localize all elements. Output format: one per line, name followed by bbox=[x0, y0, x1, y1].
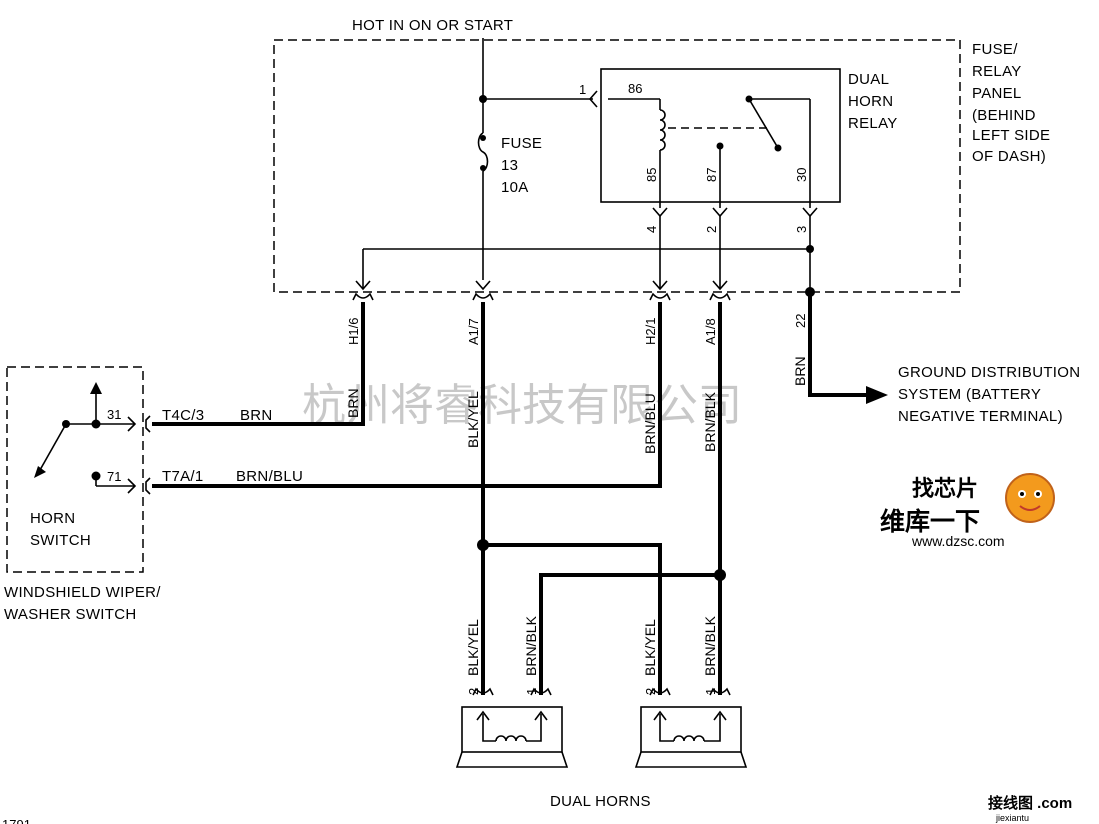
relay-conn-4: 4 bbox=[644, 226, 659, 233]
relay-label-2: HORN bbox=[848, 93, 893, 110]
fuse-label-3: 10A bbox=[501, 179, 529, 196]
horn-wire-label: BLK/YEL bbox=[642, 619, 658, 676]
wire-label-brnblk: BRN/BLK bbox=[702, 391, 718, 452]
horn-wire-label: BLK/YEL bbox=[465, 619, 481, 676]
relay-pin-30: 30 bbox=[794, 168, 809, 182]
ground-label-3: NEGATIVE TERMINAL) bbox=[898, 408, 1063, 425]
dual-horns-caption: DUAL HORNS bbox=[550, 793, 651, 810]
corner-mark-sub: jiexiantu bbox=[995, 813, 1029, 823]
horn-switch-label-2: SWITCH bbox=[30, 532, 91, 549]
fuse-terminal-dot bbox=[480, 135, 486, 141]
panel-label-4: (BEHIND bbox=[972, 107, 1036, 124]
horn-pin-label: 1 bbox=[703, 688, 718, 695]
panel-label-6: OF DASH) bbox=[972, 148, 1046, 165]
right-horn bbox=[634, 687, 748, 768]
relay-contact-dot bbox=[745, 95, 753, 103]
panel-label-2: RELAY bbox=[972, 63, 1022, 80]
fuse-relay-panel-box bbox=[273, 39, 961, 293]
horn-wire-label: BRN/BLK bbox=[702, 615, 718, 676]
wire-label-brnblu-horizontal: BRN/BLU bbox=[236, 468, 303, 485]
connector-a17: A1/7 bbox=[466, 318, 481, 345]
junction-dot bbox=[477, 539, 489, 551]
relay-label-3: RELAY bbox=[848, 115, 898, 132]
connector-h21: H2/1 bbox=[643, 318, 658, 345]
horn-wire-label: BRN/BLK bbox=[523, 615, 539, 676]
watermark-text: 杭州将睿科技有限公司 bbox=[302, 380, 742, 431]
logo-text-top: 找芯片 bbox=[912, 476, 978, 501]
fuse-terminal-dot bbox=[480, 165, 486, 171]
mascot-icon bbox=[1005, 473, 1055, 523]
relay-pin-1: 1 bbox=[579, 82, 586, 97]
connector-t7a: T7A/1 bbox=[162, 468, 204, 485]
relay-contact-dot bbox=[716, 142, 724, 150]
wiper-switch-label-1: WINDSHIELD WIPER/ bbox=[4, 584, 161, 601]
junction-dot bbox=[805, 287, 815, 297]
figure-number: 1791 bbox=[2, 817, 31, 824]
wire-label-blkyel: BLK/YEL bbox=[465, 391, 481, 448]
panel-wiring bbox=[352, 38, 818, 301]
horn-pin-label: 2 bbox=[643, 688, 658, 695]
panel-label-3: PANEL bbox=[972, 85, 1022, 102]
corner-watermark: 接线图 .com jiexiantu bbox=[988, 794, 1072, 823]
dzsc-logo: 找芯片 维库一下 www.dzsc.com bbox=[880, 473, 1055, 549]
wire-label-brn-ground: BRN bbox=[792, 356, 808, 386]
relay-conn-3: 3 bbox=[794, 226, 809, 233]
relay-pin-87: 87 bbox=[704, 168, 719, 182]
wiper-switch-label-2: WASHER SWITCH bbox=[4, 606, 137, 623]
connector-h16: H1/6 bbox=[346, 318, 361, 345]
fuse-label-1: FUSE bbox=[501, 135, 542, 152]
relay-label-1: DUAL bbox=[848, 71, 889, 88]
junction-dot bbox=[714, 569, 726, 581]
logo-text-main: 维库一下 bbox=[880, 507, 980, 536]
horn-pin-label: 1 bbox=[524, 688, 539, 695]
connector-a18: A1/8 bbox=[703, 318, 718, 345]
connector-t4c: T4C/3 bbox=[162, 407, 204, 424]
external-wiring bbox=[152, 296, 870, 695]
junction-dot bbox=[806, 245, 814, 253]
relay-pin-85: 85 bbox=[644, 168, 659, 182]
left-horn bbox=[455, 687, 569, 768]
relay-conn-2: 2 bbox=[704, 226, 719, 233]
horn-switch-box bbox=[6, 366, 144, 573]
corner-mark-text: 接线图 .com bbox=[988, 794, 1072, 812]
relay-contact-dot bbox=[774, 144, 782, 152]
wire-label-brn-vertical: BRN bbox=[345, 388, 361, 418]
ground-label-2: SYSTEM (BATTERY bbox=[898, 386, 1041, 403]
switch-contact-dot bbox=[91, 471, 101, 481]
wire-label-brnblu-vertical: BRN/BLU bbox=[642, 393, 658, 454]
logo-url: www.dzsc.com bbox=[911, 533, 1005, 549]
panel-label-1: FUSE/ bbox=[972, 41, 1018, 58]
ground-label-1: GROUND DISTRIBUTION bbox=[898, 364, 1080, 381]
switch-pin-71: 71 bbox=[107, 469, 121, 484]
panel-label-5: LEFT SIDE bbox=[972, 127, 1050, 144]
ground-arrow-icon bbox=[866, 386, 888, 404]
junction-dot bbox=[91, 419, 101, 429]
switch-pivot-dot bbox=[62, 420, 70, 428]
horn-switch-label-1: HORN bbox=[30, 510, 75, 527]
horn-pin-label: 2 bbox=[466, 688, 481, 695]
fuse-label-2: 13 bbox=[501, 157, 518, 174]
hot-in-label: HOT IN ON OR START bbox=[352, 17, 513, 34]
connector-22: 22 bbox=[793, 314, 808, 328]
wire-label-brn-horizontal: BRN bbox=[240, 407, 273, 424]
relay-pin-86: 86 bbox=[628, 81, 642, 96]
switch-pin-31: 31 bbox=[107, 407, 121, 422]
junction-dot bbox=[479, 95, 487, 103]
